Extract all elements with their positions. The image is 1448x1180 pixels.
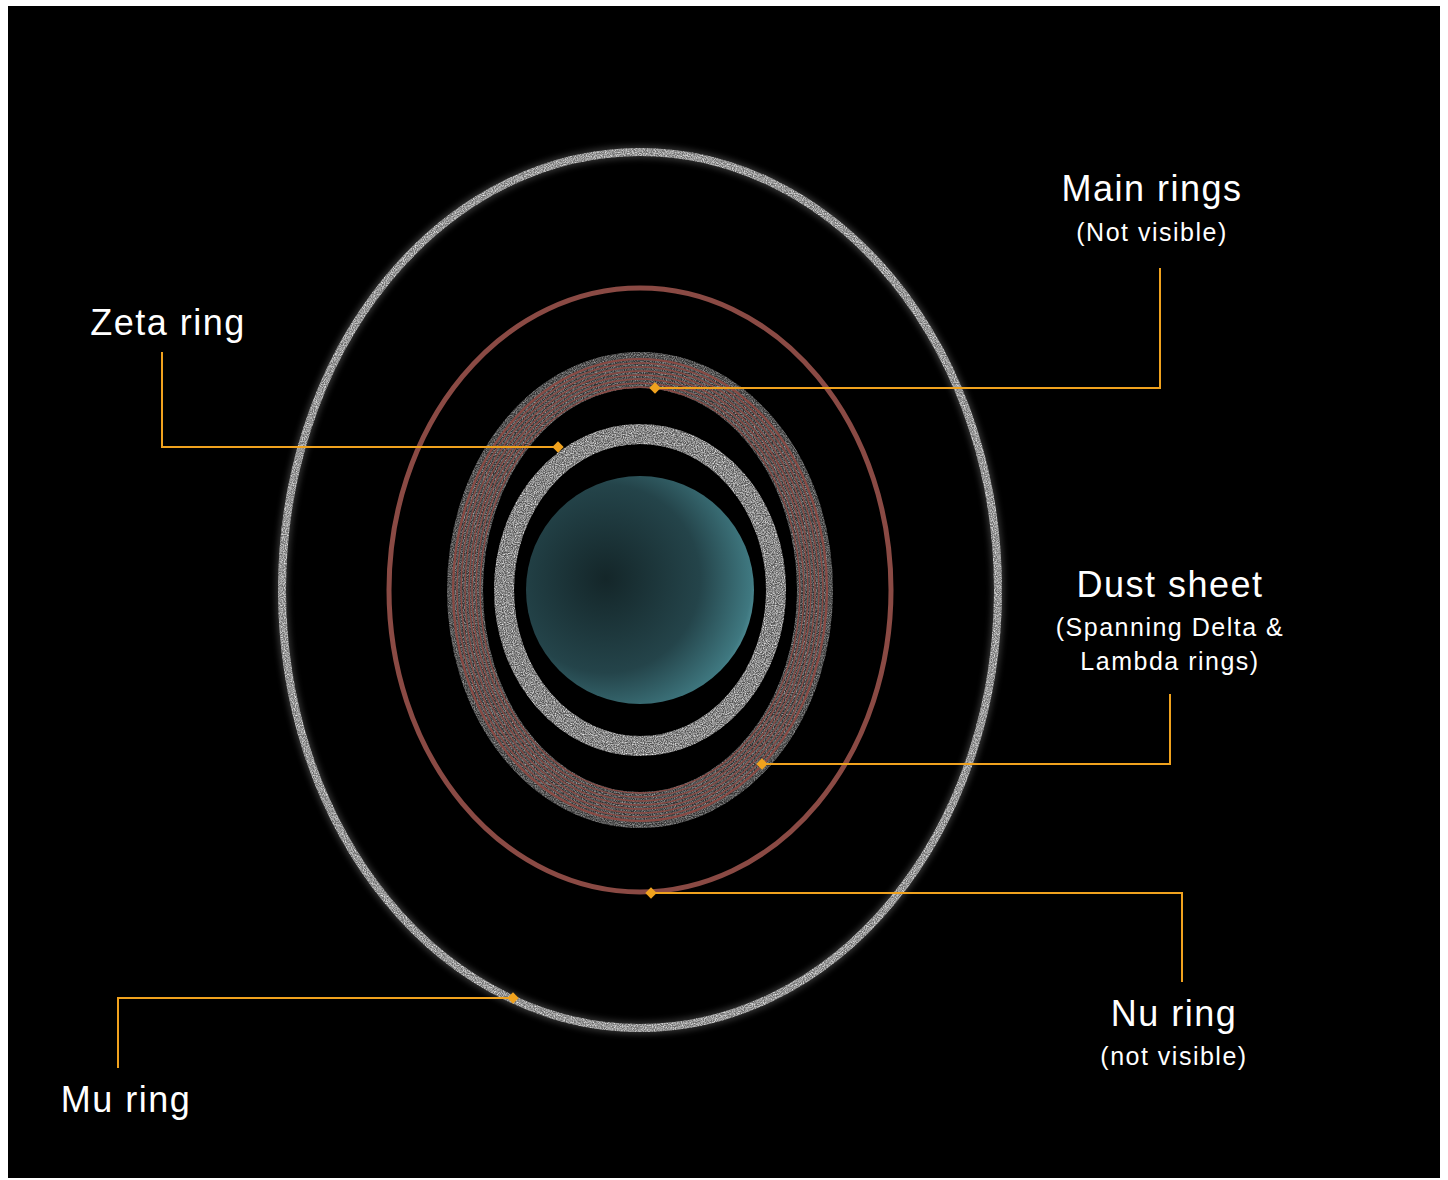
dust-sheet: [465, 370, 815, 810]
ring-name: Mu ring: [61, 1078, 192, 1121]
background-panel: Main rings (Not visible) Zeta ringDust she…: [8, 6, 1440, 1178]
dust-sheet-texture: [465, 370, 815, 810]
ring-name: Dust sheet: [1076, 563, 1263, 606]
zeta-ring: [504, 434, 776, 746]
ring-note: (Not visible): [1076, 217, 1227, 247]
nu-ring: [389, 288, 891, 892]
ring-name: Main rings: [1061, 167, 1242, 210]
mu-ring: [282, 152, 998, 1028]
ring-note: (not visible): [1100, 1041, 1247, 1071]
ring-name: Zeta ring: [90, 301, 246, 344]
main-rings: [453, 359, 827, 821]
mu-ring-texture: [282, 152, 998, 1028]
zeta-ring-texture: [504, 434, 776, 746]
leader-dots: [507, 382, 767, 1003]
mu-ring-glow: [282, 152, 998, 1028]
ring-name: Nu ring: [1111, 992, 1238, 1035]
leader-lines: [118, 268, 1182, 1068]
uranus-planet: [526, 476, 754, 704]
ring-note: (Spanning Delta & Lambda rings): [1025, 611, 1315, 679]
